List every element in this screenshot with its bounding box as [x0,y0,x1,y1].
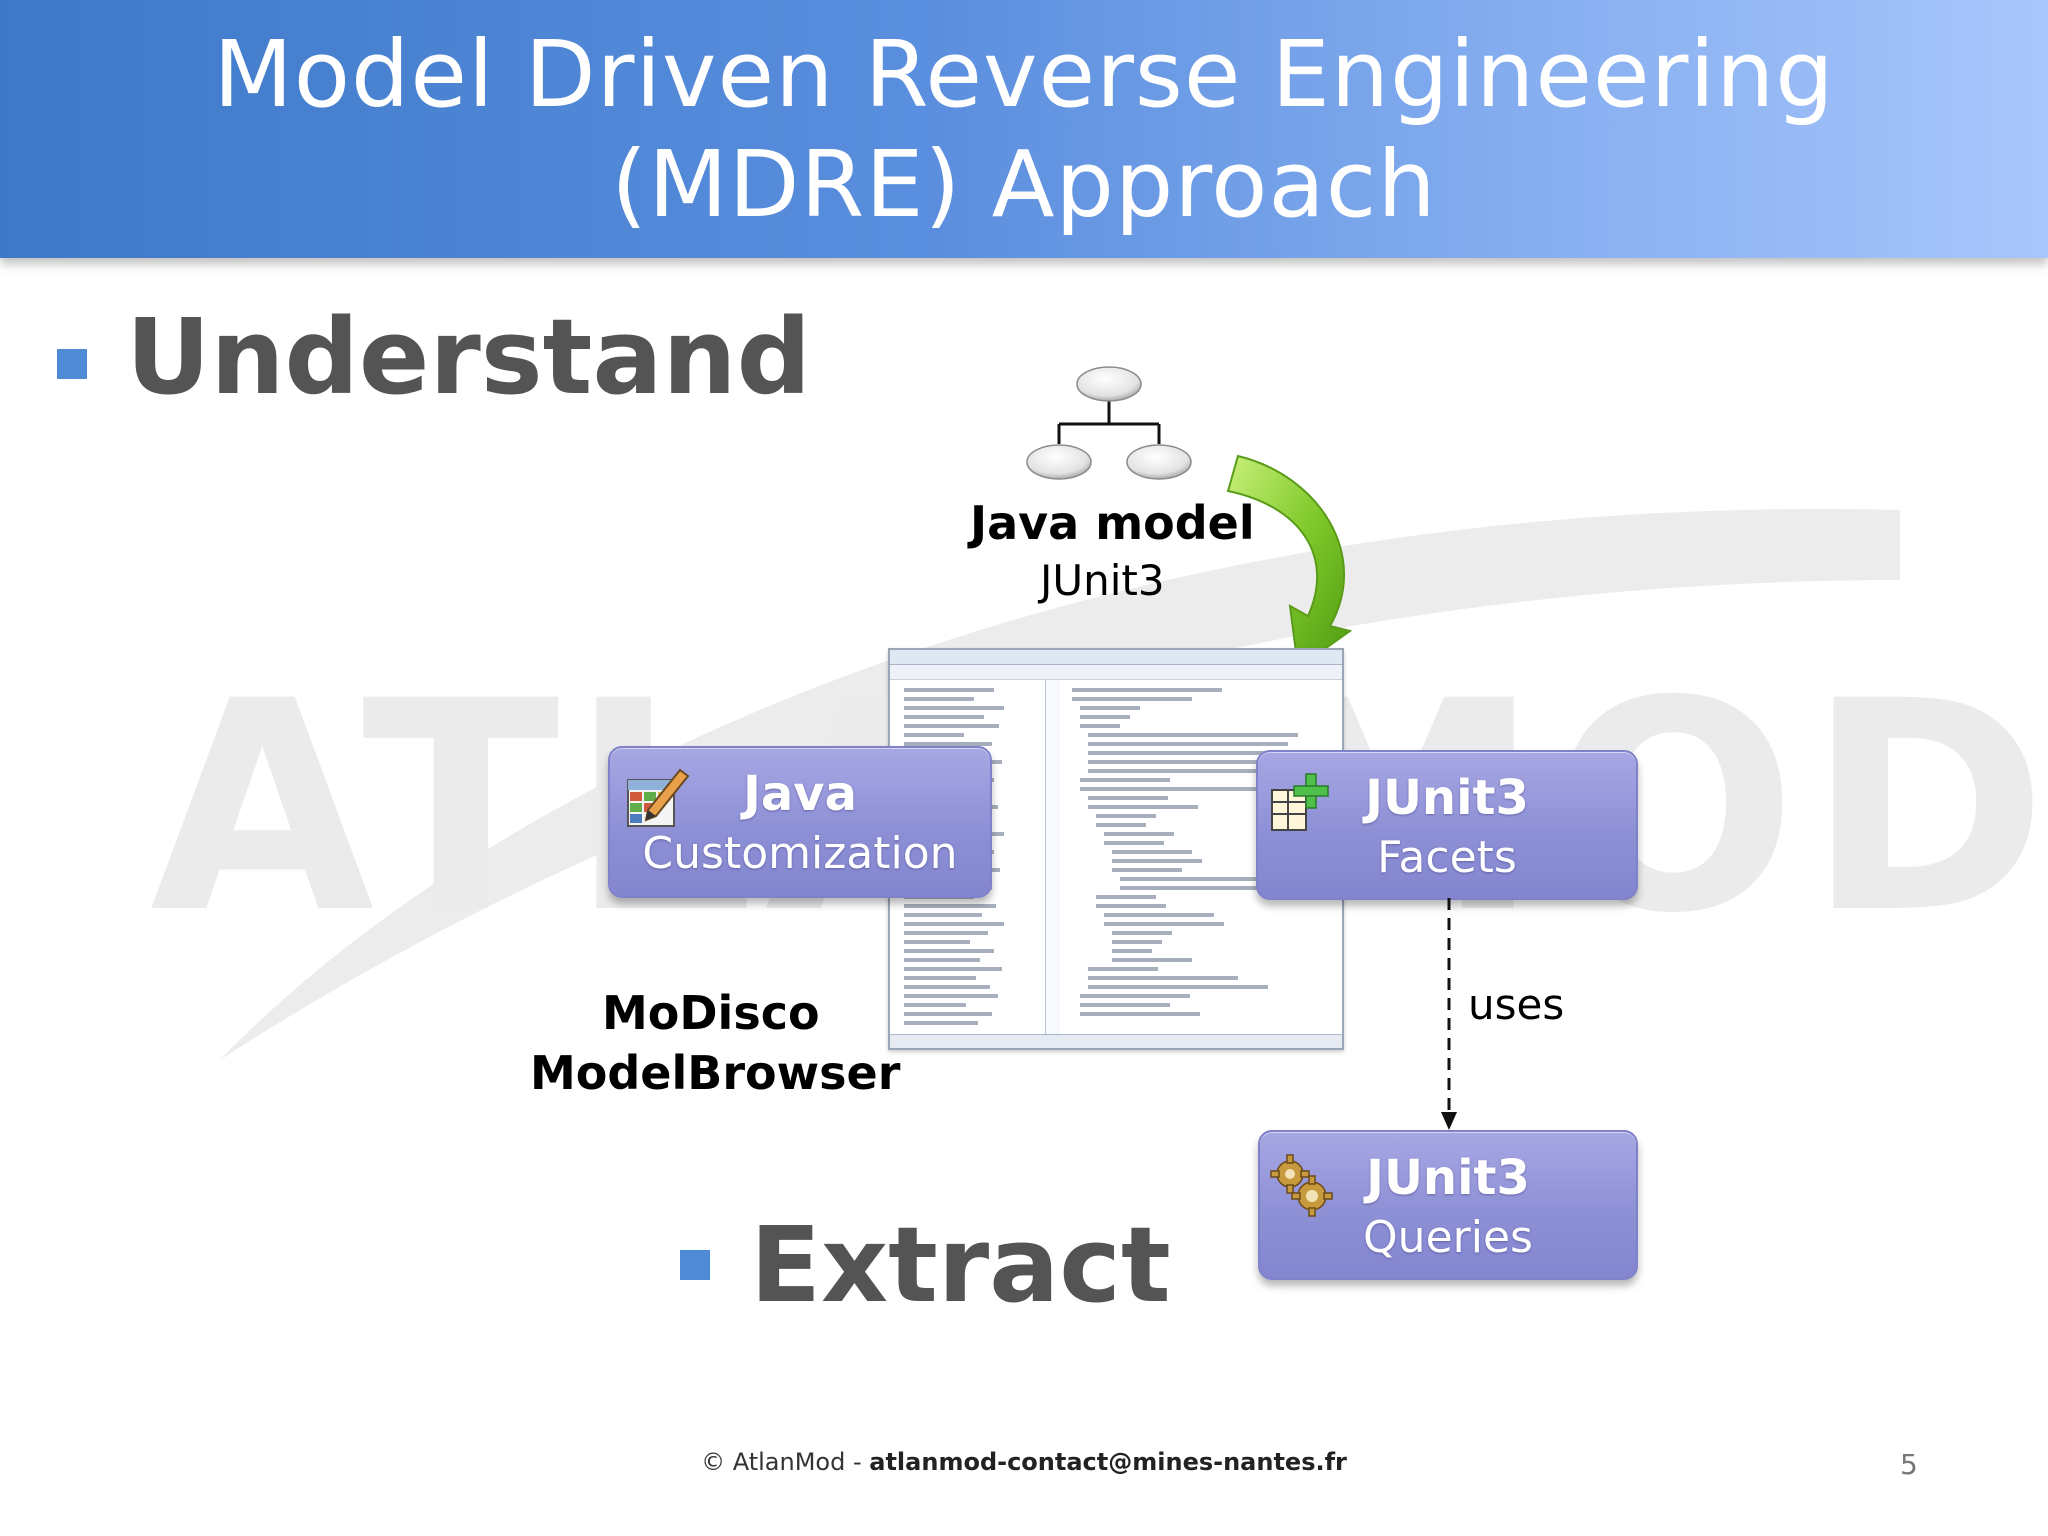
uses-label: uses [1468,980,1565,1029]
title-line-2: (MDRE) Approach [611,131,1437,238]
title-line-1: Model Driven Reverse Engineering [213,21,1835,128]
junit3-queries-subtitle: Queries [1363,1212,1533,1263]
footer-copyright: © AtlanMod - [701,1448,870,1476]
page-number: 5 [1900,1448,1918,1481]
table-pencil-icon [627,768,690,827]
java-customization-box: Java Customization [608,746,992,898]
table-plus-icon [1271,773,1329,831]
junit3-queries-title: JUnit3 [1366,1150,1530,1206]
screenshot-status-bar [890,1034,1342,1048]
java-customization-title: Java [743,766,857,822]
screenshot-tabs [890,650,1342,665]
modisco-label-line2: ModelBrowser [530,1046,901,1100]
java-model-sub: JUnit3 [1040,556,1165,605]
screenshot-toolbar [890,665,1342,680]
curved-arrow-icon [1226,454,1353,670]
uses-arrow [1441,898,1457,1130]
gears-icon [1270,1154,1333,1217]
junit3-facets-box: JUnit3 Facets [1256,750,1638,900]
title-bar: Model Driven Reverse Engineering (MDRE) … [0,0,2048,258]
slide-title: Model Driven Reverse Engineering (MDRE) … [0,20,2048,240]
bullet-extract: Extract [750,1204,1171,1326]
modisco-label-line1: MoDisco [602,986,820,1040]
model-tree-icon [1026,366,1192,480]
background-swoosh [220,508,1900,1060]
java-customization-subtitle: Customization [642,828,958,879]
bullet-square-understand [57,349,87,379]
java-model-label: Java model [970,496,1255,550]
junit3-facets-title: JUnit3 [1365,770,1529,826]
footer: © AtlanMod - atlanmod-contact@mines-nant… [0,1448,2048,1476]
bullet-understand: Understand [126,296,812,418]
junit3-queries-box: JUnit3 Queries [1258,1130,1638,1280]
footer-email[interactable]: atlanmod-contact@mines-nantes.fr [869,1448,1347,1476]
screenshot-right-pane [1060,680,1342,1034]
junit3-facets-subtitle: Facets [1377,832,1517,883]
bullet-square-extract [680,1250,710,1280]
